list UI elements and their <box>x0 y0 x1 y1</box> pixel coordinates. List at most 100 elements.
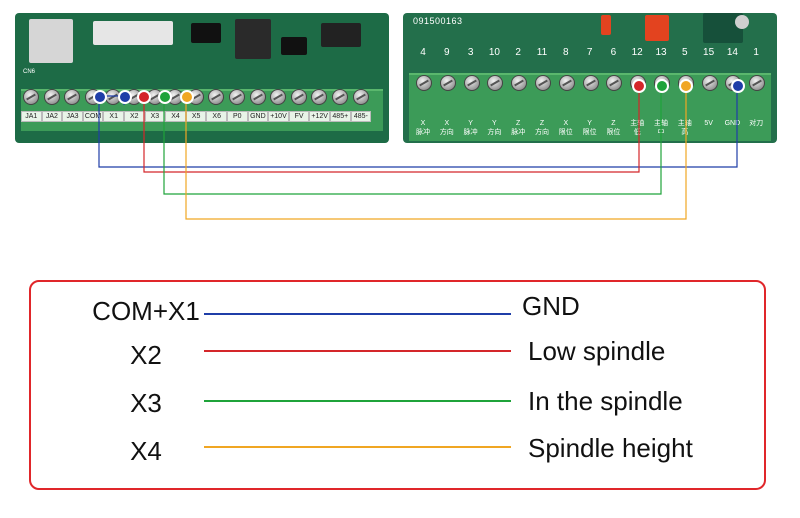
com-blue-marker <box>93 90 107 104</box>
pin-number: 13 <box>655 47 667 58</box>
x3-green-marker <box>158 90 172 104</box>
terminal-label: JA2 <box>41 111 63 122</box>
legend-line-green <box>204 400 511 402</box>
wiring-diagram <box>98 86 738 220</box>
legend-left-label: X3 <box>130 388 162 418</box>
terminal-screw <box>582 75 599 91</box>
pin-number: 7 <box>586 47 593 58</box>
terminal-screw <box>23 89 39 105</box>
blue-wire <box>98 88 738 168</box>
terminal-screw <box>606 75 623 91</box>
terminal-label: +12V <box>309 111 330 122</box>
capacitor <box>645 15 669 41</box>
terminal-label: +10V <box>268 111 289 122</box>
legend-line-blue <box>204 313 511 315</box>
terminal-label: GND <box>247 111 269 122</box>
terminal-screw <box>487 75 504 91</box>
terminal-label: 485- <box>350 111 372 122</box>
ic-chip <box>321 23 361 47</box>
terminal-screw <box>332 89 348 105</box>
terminal-function-text: 对刀 <box>749 120 764 127</box>
terminal-screw <box>701 75 718 91</box>
terminal-screw <box>229 89 245 105</box>
pin-number: 5 <box>682 47 688 58</box>
board-serial: 091500163 <box>413 16 463 26</box>
terminal-label: JA1 <box>21 111 42 122</box>
pin-number: 11 <box>536 47 548 58</box>
green-wire <box>163 88 662 195</box>
terminal-screw <box>439 75 456 91</box>
legend-line-yellow <box>204 446 511 448</box>
terminal-label: X4 <box>165 111 186 122</box>
terminal-screw <box>270 89 287 105</box>
terminal-screw <box>749 75 766 91</box>
capacitor <box>601 15 611 35</box>
terminal-screw <box>463 75 480 91</box>
terminal-function-text: 5V <box>704 120 713 127</box>
legend-right-label: Spindle height <box>528 433 693 463</box>
potentiometer <box>735 15 749 29</box>
terminal-label: P0 <box>227 111 248 122</box>
terminal-screw <box>535 75 551 91</box>
cn-label: CN6 <box>23 69 36 75</box>
connector-header <box>93 21 173 45</box>
wiring-legend: COM+X1 GND X2 Low spindle X3 In the spin… <box>29 280 766 490</box>
pin12-red-marker <box>632 79 646 93</box>
pin5-yellow-marker <box>679 79 693 93</box>
terminal-label: 485+ <box>330 111 351 122</box>
terminal-label: COM <box>82 111 104 122</box>
pin1-blue-marker <box>731 79 745 93</box>
pin13-green-marker <box>655 79 669 93</box>
relay-block <box>29 19 73 63</box>
terminal-function-text: GND <box>724 120 741 127</box>
terminal-screw <box>416 75 432 91</box>
legend-right-label: Low spindle <box>528 336 666 366</box>
legend-left-label: COM+X1 <box>92 296 200 326</box>
ic-chip <box>281 37 307 55</box>
x2-red-marker <box>137 90 151 104</box>
pin-number: 8 <box>563 47 569 58</box>
pin-number: 14 <box>726 47 738 58</box>
legend-left-label: X2 <box>130 340 162 370</box>
x4-yellow-marker <box>180 90 194 104</box>
pin-number: 4 <box>420 47 426 58</box>
legend-line-red <box>204 350 511 352</box>
legend-right-label: GND <box>522 291 580 321</box>
terminal-label: X1 <box>103 111 124 122</box>
terminal-label: FV <box>288 111 310 122</box>
terminal-screw <box>43 89 60 105</box>
pin-number: 15 <box>703 47 715 58</box>
pin-number: 2 <box>515 47 521 58</box>
pin-number: 1 <box>753 47 759 58</box>
terminal-screw <box>249 89 266 105</box>
terminal-screw <box>208 89 225 105</box>
ic-chip <box>235 19 271 59</box>
pin-number: 3 <box>467 47 474 58</box>
pin-number: 9 <box>444 47 450 58</box>
terminal-label: JA3 <box>62 111 83 122</box>
pin-number: 12 <box>631 47 643 58</box>
terminal-screw <box>511 75 528 91</box>
legend-left-label: X4 <box>130 436 162 466</box>
pin-number: 10 <box>488 47 500 58</box>
red-wire <box>143 86 640 173</box>
terminal-label: X3 <box>144 111 166 122</box>
terminal-function-text: 主轴高 <box>677 120 692 136</box>
terminal-screw <box>64 89 81 105</box>
pin-number: 6 <box>610 47 617 58</box>
terminal-screw <box>290 89 307 105</box>
x1-blue-marker <box>118 90 132 104</box>
ic-chip <box>191 23 221 43</box>
terminal-function-text: 主轴低 <box>630 120 645 136</box>
terminal-label: X6 <box>206 111 227 122</box>
